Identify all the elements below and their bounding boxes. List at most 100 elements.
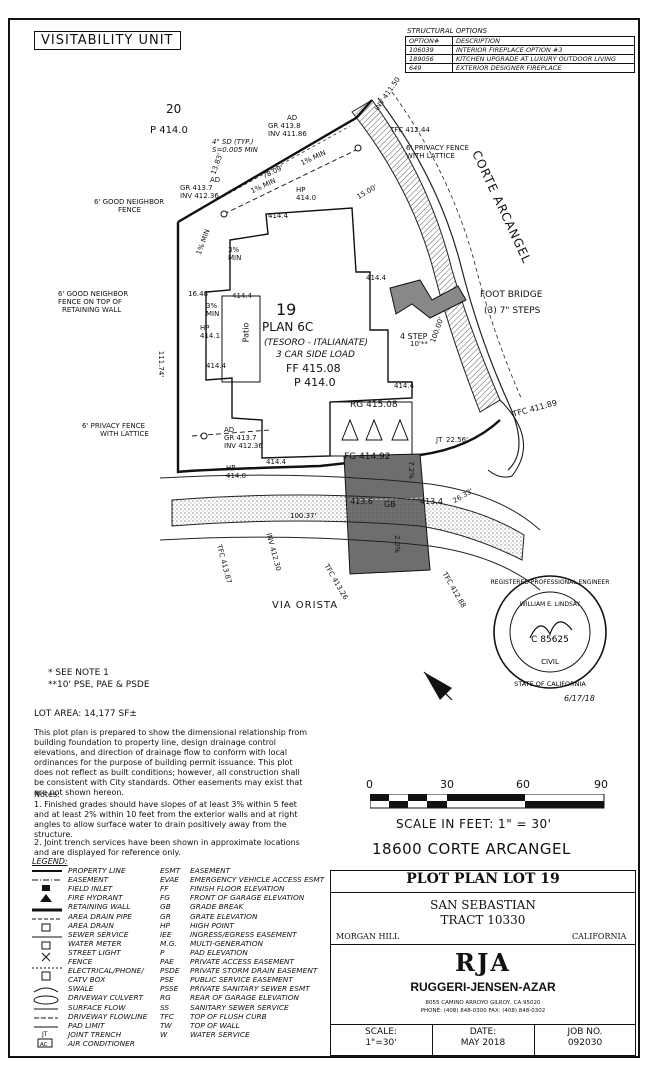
date-value: MAY 2018 xyxy=(460,1038,506,1048)
fence-label: WITH LATTICE xyxy=(100,430,149,438)
legend-abbr: IEE xyxy=(160,929,172,939)
dimension-label: 111.74' xyxy=(157,350,166,378)
scale-tick: 60 xyxy=(516,778,530,791)
legend-item: WATER METER xyxy=(68,938,122,948)
elevation-label: 414.4 xyxy=(366,274,387,282)
license-number: C 85625 xyxy=(531,635,569,645)
legend-desc: MULTI-GENERATION xyxy=(190,938,264,948)
elevation-label: 414.4 xyxy=(206,362,227,370)
legend-abbr: FF xyxy=(160,884,169,894)
legend-desc: EMERGENCY VEHICLE ACCESS ESMT xyxy=(190,875,325,885)
firm-address: 8055 CAMINO ARROYO GILROY, CA 95020 xyxy=(425,1000,541,1006)
fence-label: FENCE ON TOP OF xyxy=(58,298,122,306)
north-arrow-icon xyxy=(423,671,453,700)
hp-value: 414.0 xyxy=(226,472,247,480)
legend-desc: PRIVATE STORM DRAIN EASEMENT xyxy=(190,966,318,976)
foot-bridge-label: FOOT BRIDGE xyxy=(480,290,543,300)
lot-area: LOT AREA: 14,177 SF± xyxy=(34,709,137,719)
stamp-bottom-text: STATE OF CALIFORNIA xyxy=(514,680,586,688)
legend-item: AREA DRAIN PIPE xyxy=(68,911,132,921)
legend-item: SEWER SERVICE xyxy=(68,929,129,939)
legend-symbols: JT AC xyxy=(32,870,62,1048)
legend-desc: PRIVATE SANITARY SEWER ESMT xyxy=(190,984,310,994)
note-number: 1. xyxy=(34,800,42,809)
gb-label: GB xyxy=(384,500,396,509)
legend-abbr: GB xyxy=(160,902,171,912)
stamp-date: 6/17/18 xyxy=(564,694,595,703)
garage-type: 3 CAR SIDE LOAD xyxy=(276,350,355,360)
rg-label: RG 415.08 xyxy=(350,400,398,410)
hp-label: HP xyxy=(226,464,236,472)
elevation-label: 413.6 xyxy=(350,497,373,506)
legend-desc: PAD ELEVATION xyxy=(190,947,248,957)
plan-style: (TESORO - ITALIANATE) xyxy=(264,338,369,348)
slope-label: 7.2% xyxy=(406,461,415,479)
legend-abbr: HP xyxy=(160,920,171,930)
notes-title: Notes: xyxy=(34,790,60,799)
jt-label: JT xyxy=(436,436,443,444)
note-text: Joint trench services have been shown in… xyxy=(34,838,300,857)
job-value: 092030 xyxy=(567,1038,603,1048)
legend-abbr: M.G. xyxy=(160,938,177,948)
fence-label: WITH LATTICE xyxy=(406,152,455,160)
stamp-top-text: REGISTERED PROFESSIONAL ENGINEER xyxy=(491,579,610,586)
legend-desc: EASEMENT xyxy=(190,866,231,875)
legend-desc: PRIVATE ACCESS EASEMENT xyxy=(190,957,295,966)
sd-label: 4" SD (TYP.) xyxy=(212,138,254,146)
gr-label: GR 413.8 xyxy=(268,122,301,130)
legend-abbr: FG xyxy=(160,893,170,903)
legend-item: FENCE xyxy=(68,957,93,966)
firm-name: RUGGERI-JENSEN-AZAR xyxy=(410,980,556,994)
legend-abbr: PSSE xyxy=(160,984,179,994)
scale-bar xyxy=(370,794,605,809)
legend-item: FIRE HYDRANT xyxy=(68,893,123,903)
site-address: 18600 CORTE ARCANGEL xyxy=(372,840,571,858)
dimension-label: 100.37' xyxy=(290,512,317,520)
option-desc: EXTERIOR DESIGNER FIREPLACE xyxy=(452,63,635,73)
legend-title: LEGEND: xyxy=(32,857,68,866)
legend-desc: PUBLIC SERVICE EASEMENT xyxy=(190,975,293,985)
legend-symbol-code: AC xyxy=(40,1042,48,1048)
legend-abbr: PAE xyxy=(160,957,174,966)
scale-tick: 90 xyxy=(594,778,608,791)
legend-abbr: P xyxy=(160,947,165,957)
slope-label: 2.0% xyxy=(392,535,401,553)
finish-floor: FF 415.08 xyxy=(286,362,341,375)
inv-label: INV 412.36 xyxy=(180,192,219,200)
street-south: VIA ORISTA xyxy=(272,600,339,611)
legend-abbr: PSE xyxy=(160,975,174,985)
slope-label: 3% xyxy=(228,246,240,254)
ad-label: AD xyxy=(224,426,235,434)
legend-abbr: SS xyxy=(160,1002,170,1012)
scale-tick: 30 xyxy=(440,778,454,791)
adjacent-pad: P 414.0 xyxy=(150,125,188,136)
stamp-discipline: CIVIL xyxy=(541,658,559,666)
legend-item: SURFACE FLOW xyxy=(68,1002,126,1012)
legend-item: RETAINING WALL xyxy=(68,902,131,912)
house-footprint xyxy=(205,207,413,459)
state-name: CALIFORNIA xyxy=(572,932,627,941)
site-plan-drawing xyxy=(159,91,541,700)
legend-item: PROPERTY LINE xyxy=(68,866,126,875)
legend-desc: INGRESS/EGRESS EASEMENT xyxy=(190,929,297,939)
adjacent-lot-number: 20 xyxy=(166,102,182,116)
legend-item: AIR CONDITIONER xyxy=(68,1038,135,1048)
patio-label: Patio xyxy=(241,322,251,343)
street-strip xyxy=(171,494,525,561)
gr-label: GR 413.7 xyxy=(224,434,257,442)
legend-abbr: TFC xyxy=(160,1011,174,1021)
firm-phone: PHONE: (408) 848-0300 FAX: (408) 848-030… xyxy=(420,1008,546,1014)
legend-abbr: PSDE xyxy=(160,966,180,976)
note-item: 1. Finished grades should have slopes of… xyxy=(34,800,304,840)
slope-label: 3% xyxy=(206,302,218,310)
options-caption: STRUCTURAL OPTIONS xyxy=(407,27,488,35)
legend-desc: FINISH FLOOR ELEVATION xyxy=(190,884,285,894)
inv-label: INV 412.36 xyxy=(224,442,263,450)
steps-label: 4 STEP xyxy=(400,332,428,341)
legend-item: AREA DRAIN xyxy=(68,920,114,930)
note-1: * SEE NOTE 1 xyxy=(48,668,109,678)
elevation-label: 414.4 xyxy=(266,458,287,466)
stamp-name: WILLIAM E. LINDSAY xyxy=(520,601,581,608)
